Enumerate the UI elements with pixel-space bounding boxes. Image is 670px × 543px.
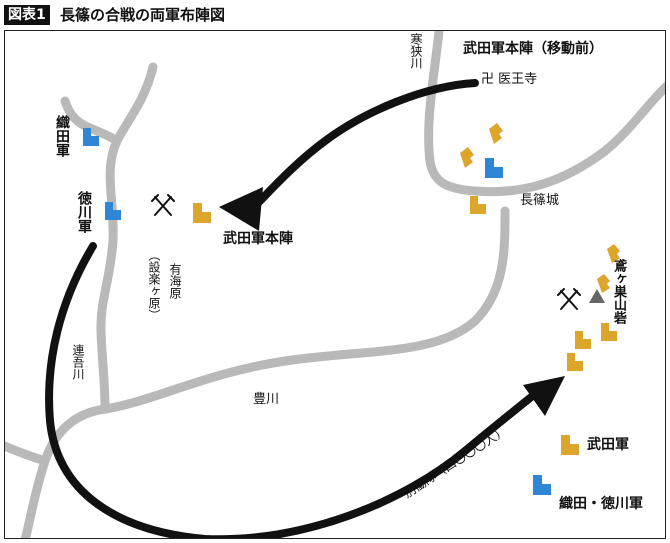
figure-title: 長篠の合戦の両軍布陣図 [60, 6, 226, 24]
label-tobigasu: 鳶ヶ巣山砦 [611, 259, 626, 324]
takeda-unit [489, 123, 503, 144]
map-canvas [5, 31, 665, 538]
takeda-unit [601, 323, 617, 341]
takeda-unit [470, 196, 486, 214]
label-aruminbara: 有海原 [168, 263, 182, 299]
label-rengo-river: 連吾川 [71, 344, 85, 380]
figure-label: 図表1 [4, 5, 50, 25]
takeda-unit [460, 147, 474, 168]
arrow-takeda-move [251, 79, 479, 210]
label-toyo-river: 豊川 [253, 392, 280, 407]
legend-takeda-label: 武田軍 [587, 437, 629, 453]
figure-header: 図表1 長篠の合戦の両軍布陣図 [0, 0, 670, 30]
legend-oda-tokugawa-swatch [533, 475, 551, 495]
oda-unit-marker [83, 128, 99, 146]
nagashino-castle-marker [485, 158, 503, 178]
map-frame: 武田軍本陣（移動前） 卍 医王寺 寒狭川 長篠城 武田軍本陣 有海原 （設楽ヶ原… [4, 30, 666, 539]
label-kansa-river: 寒狭川 [409, 33, 423, 69]
label-nagashino-castle: 長篠城 [520, 193, 560, 208]
battle-icons [151, 194, 581, 310]
arrow-detachment-head [523, 376, 565, 416]
label-takeda-hq: 武田軍本陣 [223, 231, 293, 247]
label-oda: 織田軍 [54, 115, 70, 157]
river-rengo [96, 62, 158, 414]
label-iouji: 卍 医王寺 [481, 72, 538, 87]
arrow-takeda-move-head [219, 187, 263, 231]
label-takeda-hq-before: 武田軍本陣（移動前） [463, 41, 603, 57]
legend-oda-tokugawa-label: 織田・徳川軍 [559, 496, 643, 512]
river-toyo [20, 206, 510, 538]
triangle-icon [589, 289, 605, 303]
river-kansa [424, 31, 665, 197]
takeda-hq-marker [193, 203, 211, 223]
arrow-detachment [45, 242, 539, 538]
label-shitaragahara: （設楽ヶ原） [147, 249, 161, 321]
takeda-unit [597, 274, 610, 293]
river-lower-left [5, 441, 50, 466]
crossed-swords-icon [151, 194, 175, 216]
takeda-unit [567, 353, 583, 371]
takeda-unit [575, 331, 591, 349]
takeda-unit [607, 244, 620, 263]
crossed-swords-icon [557, 288, 581, 310]
label-tokugawa: 徳川軍 [76, 191, 92, 233]
unit-markers [83, 123, 620, 495]
tokugawa-unit-marker [105, 202, 121, 220]
arrows [45, 79, 565, 538]
rivers [5, 31, 665, 538]
river-branch [60, 96, 122, 146]
legend-takeda-swatch [561, 435, 579, 455]
